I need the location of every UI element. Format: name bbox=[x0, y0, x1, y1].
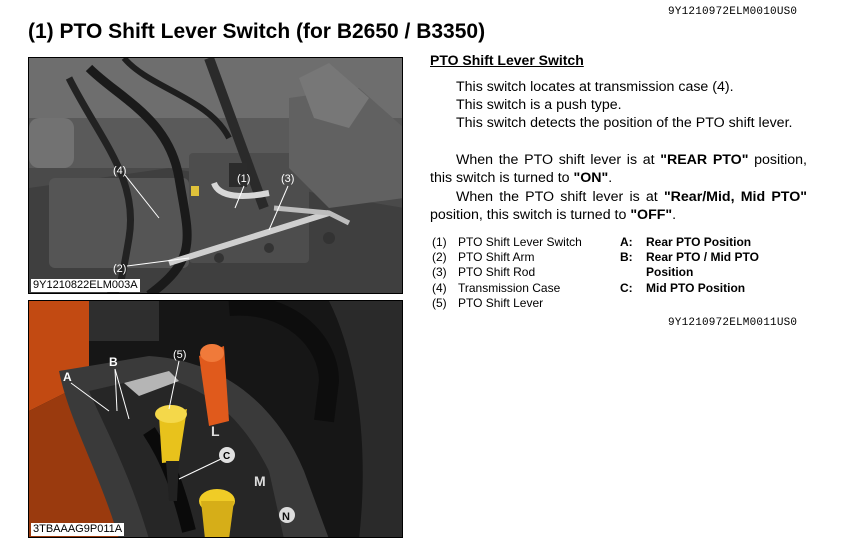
paragraph-mid-pto-off: When the PTO shift lever is at "Rear/Mid… bbox=[430, 189, 807, 224]
figure-transmission-photo: (4) (1) (3) (2) 9Y1210822ELM003A bbox=[28, 57, 403, 294]
legend-row: (5) PTO Shift Lever bbox=[432, 295, 544, 310]
callout-4: (4) bbox=[113, 165, 126, 177]
legend-row: (1) PTO Shift Lever Switch A: Rear PTO P… bbox=[432, 235, 752, 249]
callout-3: (3) bbox=[281, 173, 294, 185]
callout-2: (2) bbox=[113, 263, 126, 275]
panel-mark-l: L bbox=[211, 423, 220, 439]
panel-mark-n: N bbox=[282, 511, 290, 523]
page-title: (1) PTO Shift Lever Switch (for B2650 / … bbox=[28, 20, 486, 43]
callout-a: A bbox=[63, 370, 72, 384]
figure-lever-photo: A B (5) C L M N 3TBAAAG9P011A bbox=[28, 300, 403, 538]
paragraph-type: This switch is a push type. bbox=[456, 97, 622, 113]
parts-legend: (1) PTO Shift Lever Switch A: Rear PTO P… bbox=[432, 235, 759, 311]
lever-illustration: A B (5) C L M N bbox=[29, 301, 402, 537]
figure-code: 9Y1210822ELM003A bbox=[31, 279, 140, 292]
paragraph-rear-pto-on: When the PTO shift lever is at "REAR PTO… bbox=[430, 152, 807, 187]
document-code-bottom: 9Y1210972ELM0011US0 bbox=[668, 317, 798, 329]
paragraph-detects: This switch detects the position of the … bbox=[456, 115, 793, 131]
legend-row: (4) Transmission Case C: Mid PTO Positio… bbox=[432, 280, 746, 295]
figure-code: 3TBAAAG9P011A bbox=[31, 523, 125, 536]
callout-c: C bbox=[223, 451, 230, 462]
callout-5: (5) bbox=[173, 349, 186, 361]
section-title: PTO Shift Lever Switch bbox=[430, 52, 584, 68]
callout-b: B bbox=[109, 355, 118, 369]
callout-c-badge bbox=[219, 447, 235, 463]
panel-mark-n-badge bbox=[279, 507, 295, 523]
document-code-top: 9Y1210972ELM0010US0 bbox=[668, 6, 798, 18]
legend-row: (2) PTO Shift Arm B: Rear PTO / Mid PTO bbox=[432, 250, 759, 265]
paragraph-location: This switch locates at transmission case… bbox=[456, 79, 734, 95]
callout-1: (1) bbox=[237, 173, 250, 185]
transmission-illustration: (4) (1) (3) (2) bbox=[29, 58, 402, 293]
legend-row: (3) PTO Shift Rod Position bbox=[432, 265, 694, 280]
panel-mark-m: M bbox=[254, 473, 266, 489]
